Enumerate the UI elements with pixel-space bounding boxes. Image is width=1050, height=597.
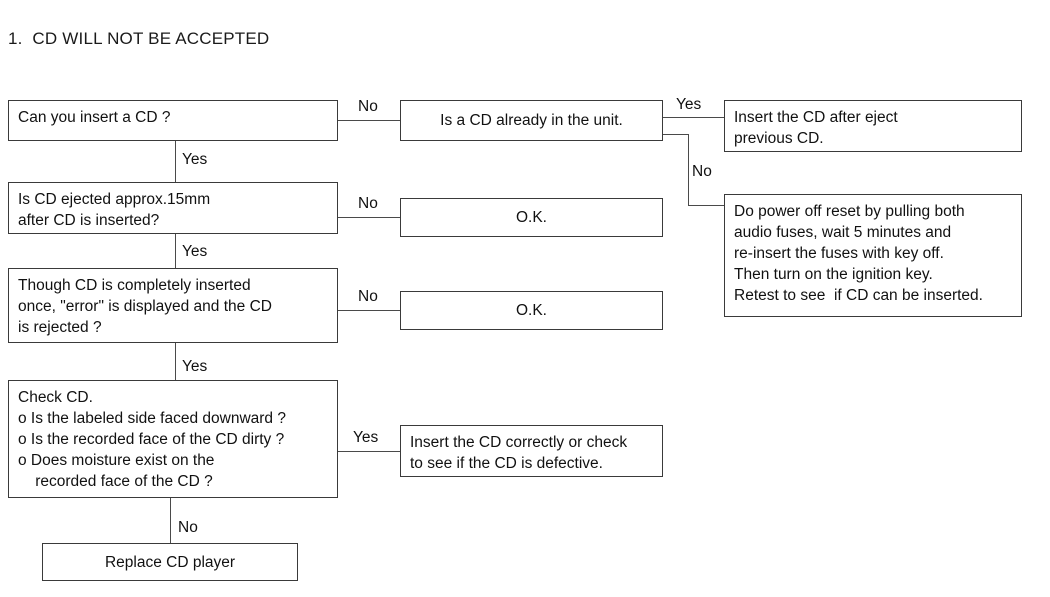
node-insert-cd-after-eject: Insert the CD after eject previous CD.: [724, 100, 1022, 152]
node-can-you-insert-a-cd: Can you insert a CD ?: [8, 100, 338, 141]
edge-label-error-yes: Yes: [182, 358, 208, 375]
connector-check-no-to-replace: [170, 498, 171, 543]
node-replace-cd-player: Replace CD player: [42, 543, 298, 581]
edge-label-check-yes: Yes: [353, 429, 379, 446]
connector-check-yes-to-insert-correctly: [338, 451, 400, 452]
node-is-a-cd-already-in-the-unit: Is a CD already in the unit.: [400, 100, 663, 141]
node-insert-cd-correctly: Insert the CD correctly or check to see …: [400, 425, 663, 477]
edge-label-check-no: No: [178, 519, 198, 536]
edge-label-can-insert-no: No: [358, 98, 378, 115]
connector-ejected-to-error: [175, 234, 176, 268]
connector-error-no-to-ok2: [338, 310, 400, 311]
edge-label-ejected-yes: Yes: [182, 243, 208, 260]
connector-already-no-to-power-off: [688, 205, 724, 206]
node-error-displayed-cd-rejected: Though CD is completely inserted once, "…: [8, 268, 338, 343]
connector-ejected-no-to-ok1: [338, 217, 400, 218]
edge-label-ejected-no: No: [358, 195, 378, 212]
connector-already-yes-to-insert-after-eject: [663, 117, 724, 118]
page-title: 1. CD WILL NOT BE ACCEPTED: [8, 29, 270, 48]
connector-can-insert-to-already: [338, 120, 400, 121]
edge-label-already-no: No: [692, 163, 712, 180]
connector-already-no-stub: [663, 134, 689, 135]
connector-can-insert-to-ejected: [175, 141, 176, 182]
node-check-cd: Check CD. o Is the labeled side faced do…: [8, 380, 338, 498]
node-is-cd-ejected-15mm: Is CD ejected approx.15mm after CD is in…: [8, 182, 338, 234]
node-ok-2: O.K.: [400, 291, 663, 330]
node-ok-1: O.K.: [400, 198, 663, 237]
edge-label-error-no: No: [358, 288, 378, 305]
connector-error-to-check-cd: [175, 343, 176, 380]
edge-label-already-yes: Yes: [676, 96, 702, 113]
node-power-off-reset: Do power off reset by pulling both audio…: [724, 194, 1022, 317]
edge-label-can-insert-yes: Yes: [182, 151, 208, 168]
connector-already-no-drop: [688, 134, 689, 206]
